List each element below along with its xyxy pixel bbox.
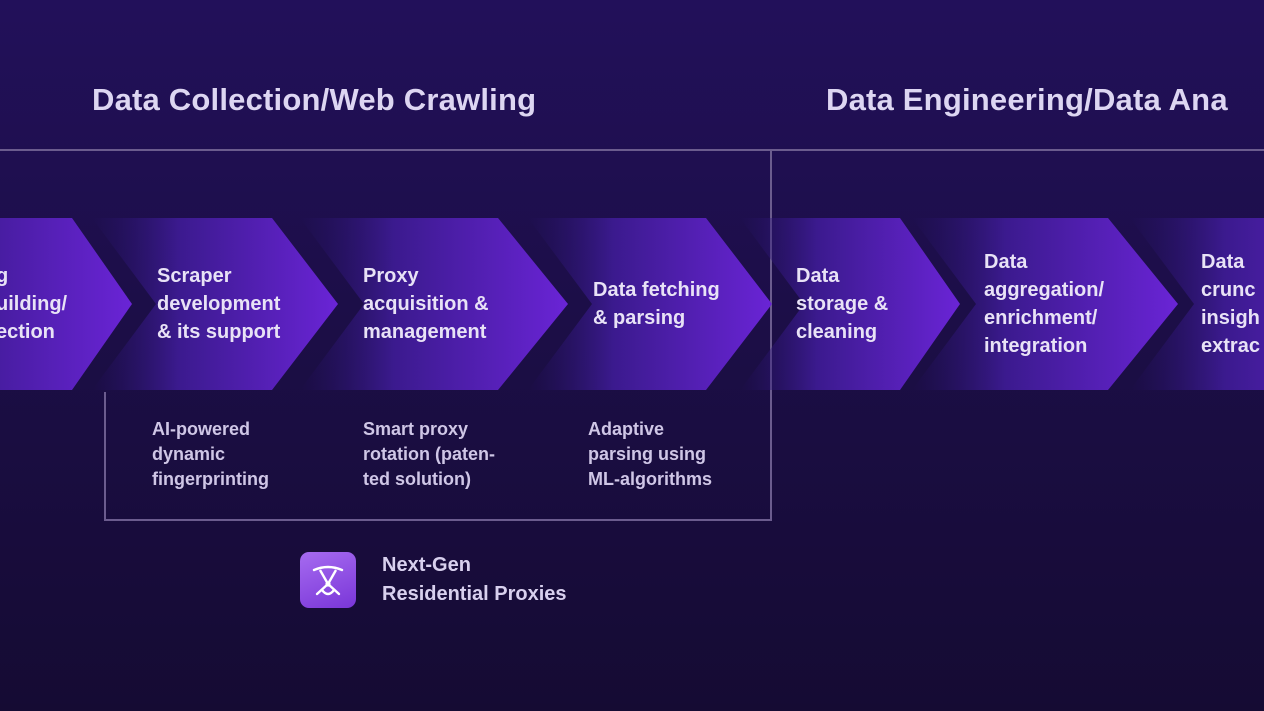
proxy-network-icon (300, 552, 356, 608)
step-label-proxy-acquisition: Proxy acquisition & management (363, 265, 489, 343)
feature-proxy-rotation: Smart proxy rotation (paten- ted solutio… (363, 419, 495, 489)
step-label-data-aggregation: Data aggregation/ enrichment/ integratio… (984, 251, 1105, 357)
step-label-target-building: g uilding/ ection (0, 265, 68, 343)
section-separator-line (770, 149, 772, 521)
step-label-scraper-development: Scraper development & its support (157, 265, 281, 343)
feature-bracket-bottom (104, 519, 772, 521)
feature-bracket-left (104, 392, 106, 521)
legend-label: Next-Gen Residential Proxies (382, 554, 567, 605)
section-title-data-engineering: Data Engineering/Data Ana (826, 82, 1228, 117)
section-title-data-collection: Data Collection/Web Crawling (92, 82, 537, 117)
step-label-data-crunching: Data crunc insigh extrac (1201, 251, 1260, 357)
step-label-data-fetching: Data fetching & parsing (593, 279, 720, 329)
section-divider-line (0, 149, 1264, 151)
feature-fingerprinting: AI-powered dynamic fingerprinting (152, 419, 269, 489)
step-label-data-storage: Data storage & cleaning (796, 265, 889, 343)
feature-adaptive-parsing: Adaptive parsing using ML-algorithms (588, 419, 712, 489)
